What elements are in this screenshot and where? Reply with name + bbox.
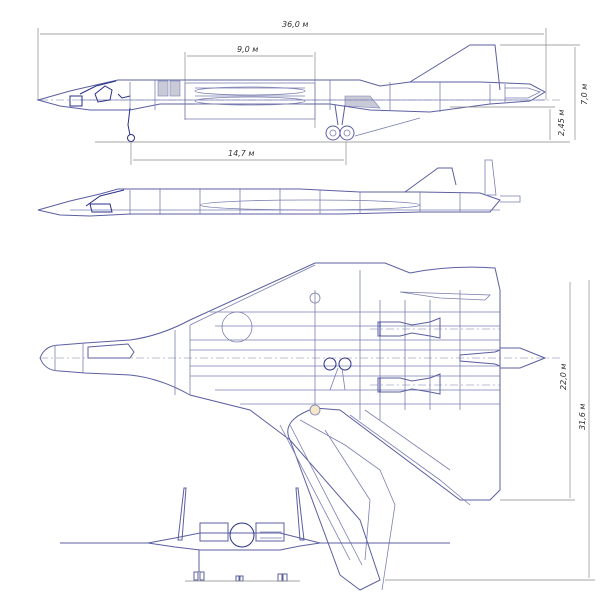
intake-left [199,522,229,542]
top-view: 22,0 м 31,6 м [39,262,595,591]
tail-fin [409,44,501,91]
side-view-gear-down: 36,0 м 9,0 м [36,20,589,165]
main-wheel [338,357,352,371]
span-label: 31,6 м [578,404,587,430]
main-wheel [325,125,341,141]
fin-left [177,487,187,541]
planform-outline [39,262,501,591]
nose-wheel [127,134,135,142]
main-wheel [323,357,337,371]
wheelbase-label: 14,7 м [228,149,254,158]
bay-label: 9,0 м [237,45,258,54]
canopy [87,343,135,359]
clearance-label: 2,45 м [557,110,566,136]
weapons-bay [184,82,316,120]
intake-circle [221,311,253,343]
wing-pivot [309,404,321,416]
ejection-seat [94,85,131,103]
fin-right [295,487,305,541]
wing-section [147,532,321,551]
engine-upper [377,317,441,339]
fuel-port [309,292,321,304]
intake-right [255,522,285,542]
cockpit-front [229,522,255,548]
main-wheel [339,125,355,141]
fuselage-outline [36,79,547,113]
height-label: 7,0 м [580,84,589,105]
span-folded-label: 22,0 м [559,364,568,390]
main-gear-strut [334,104,346,126]
tail-cone [500,347,547,369]
length-label: 36,0 м [282,20,308,29]
nose-gear-strut [127,107,131,136]
front-view [60,487,450,582]
side-view-flight [37,159,521,217]
engine-lower [377,373,441,395]
fuselage-outline [37,188,501,217]
tail-fin [404,167,457,193]
